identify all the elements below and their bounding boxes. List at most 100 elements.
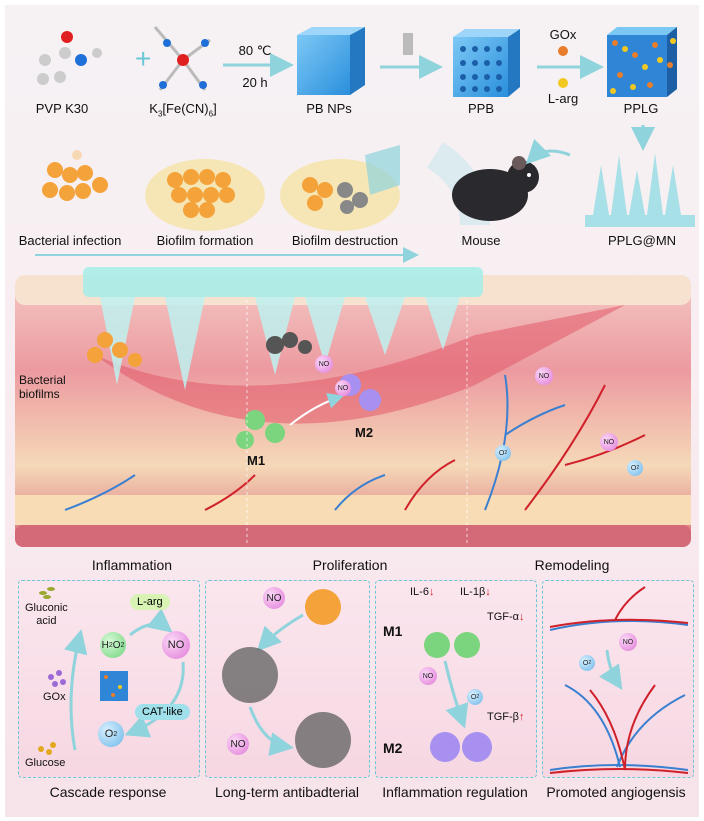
label-m1: M1 <box>383 623 403 639</box>
o2-text: O <box>104 728 114 740</box>
o2-sub: 2 <box>476 694 480 700</box>
o2-text: O <box>630 464 637 472</box>
il1b-text: IL-1β <box>460 586 486 598</box>
h2o2-h: H <box>101 639 109 651</box>
label-mouse: Mouse <box>461 233 501 248</box>
gluconic-line2: acid <box>36 615 57 627</box>
m1-macrophage-icon <box>236 410 285 449</box>
label-pvp: PVP K30 <box>35 101 89 116</box>
down-arrow-icon: ↓ <box>485 586 491 598</box>
no-bubble: NO <box>162 631 190 659</box>
no-bubble: NO <box>263 587 285 609</box>
label-temperature: 80 ℃ <box>238 43 272 58</box>
h2o2-o: O <box>112 639 121 651</box>
autoclave-icon <box>403 33 413 55</box>
o2-text: O <box>470 693 477 701</box>
no-bubble: NO <box>619 633 637 651</box>
label-pplg-mn: PPLG@MN <box>607 233 677 248</box>
cat-like-pill: CAT-like <box>135 704 190 720</box>
caption-antibacterial: Long-term antibadterial <box>215 784 359 800</box>
label-m2: M2 <box>383 740 403 756</box>
no-bubble: NO <box>600 433 618 451</box>
ferricyanide-k: K <box>149 101 158 116</box>
ppb-porous-cube-icon <box>453 29 520 97</box>
microneedle-patch-icon <box>585 153 695 227</box>
label-ferricyanide: K3[Fe(CN)6] <box>149 101 216 119</box>
gox-sphere-icon <box>558 46 568 56</box>
pvp-molecule-icon <box>37 31 102 85</box>
label-tgfb: TGF-β↑ <box>487 711 525 723</box>
label-gox: GOx <box>43 691 66 703</box>
up-arrow-icon: ↑ <box>519 711 525 723</box>
label-biofilm-formation: Biofilm formation <box>156 233 254 248</box>
no-bubble: NO <box>535 367 553 385</box>
panel-angiogenesis <box>542 580 694 778</box>
caption-cascade: Cascade response <box>49 784 167 800</box>
label-biofilm-destruction: Biofilm destruction <box>291 233 399 248</box>
figure-graphics: + <box>15 26 695 547</box>
il6-text: IL-6 <box>410 586 429 598</box>
ferricyanide-mid: [Fe(CN) <box>162 101 209 116</box>
o2-sub: 2 <box>588 660 592 666</box>
label-m1: M1 <box>247 453 266 468</box>
h2o2-sub: 2 <box>120 641 125 649</box>
biofilms-line2: biofilms <box>19 387 60 401</box>
label-glucose: Glucose <box>25 757 66 769</box>
biofilms-line1: Bacterial <box>19 373 66 387</box>
o2-text: O <box>582 659 589 667</box>
label-il6: IL-6↓ <box>410 586 434 598</box>
phase-proliferation: Proliferation <box>312 557 388 573</box>
ferricyanide-molecule-icon <box>153 26 211 91</box>
microneedle-patch-backing <box>83 267 483 297</box>
no-bubble: NO <box>335 380 351 396</box>
larg-sphere-icon <box>558 78 568 88</box>
ferricyanide-sub: 6 <box>208 109 214 119</box>
plus-sign: + <box>135 43 151 74</box>
no-bubble: NO <box>419 667 437 685</box>
phase-remodeling: Remodeling <box>534 557 610 573</box>
larg-pill: L-arg <box>130 594 170 610</box>
phase-inflammation: Inflammation <box>91 557 173 573</box>
o2-sub: 2 <box>504 450 508 456</box>
no-bubble: NO <box>315 355 333 373</box>
label-tgfa: TGF-α↓ <box>487 611 525 623</box>
skin-cross-section <box>15 267 691 547</box>
label-ppb: PPB <box>467 101 495 116</box>
tgfb-text: TGF-β <box>487 711 519 723</box>
ferricyanide-sub: 3 <box>157 109 163 119</box>
down-arrow-icon: ↓ <box>519 611 525 623</box>
biofilm-destruction-icon <box>280 145 400 231</box>
label-larg: L-arg <box>547 91 579 106</box>
h2o2-sub: 2 <box>108 641 113 649</box>
figure: + <box>5 5 699 817</box>
tgfa-text: TGF-α <box>487 611 520 623</box>
label-il1b: IL-1β↓ <box>460 586 491 598</box>
label-gox: GOx <box>549 27 577 42</box>
no-bubble: NO <box>227 733 249 755</box>
label-m2: M2 <box>355 425 374 440</box>
caption-angiogenesis: Promoted angiogensis <box>546 784 686 800</box>
label-pplg: PPLG <box>623 101 659 116</box>
o2-sub: 2 <box>113 730 118 738</box>
down-arrow-icon: ↓ <box>428 586 435 598</box>
gluconic-line1: Gluconic <box>25 602 68 614</box>
biofilm-icon <box>145 159 265 231</box>
o2-sub: 2 <box>636 465 640 471</box>
ferricyanide-end: ] <box>213 101 217 116</box>
o2-text: O <box>498 449 505 457</box>
mouse-icon <box>452 156 539 221</box>
caption-inflammation: Inflammation regulation <box>382 784 528 800</box>
bacteria-cluster-icon <box>42 150 108 201</box>
pb-nps-cube-icon <box>297 27 365 95</box>
label-time: 20 h <box>242 75 268 90</box>
label-bacterial-infection: Bacterial infection <box>18 233 122 248</box>
pplg-cube-icon <box>607 27 677 97</box>
